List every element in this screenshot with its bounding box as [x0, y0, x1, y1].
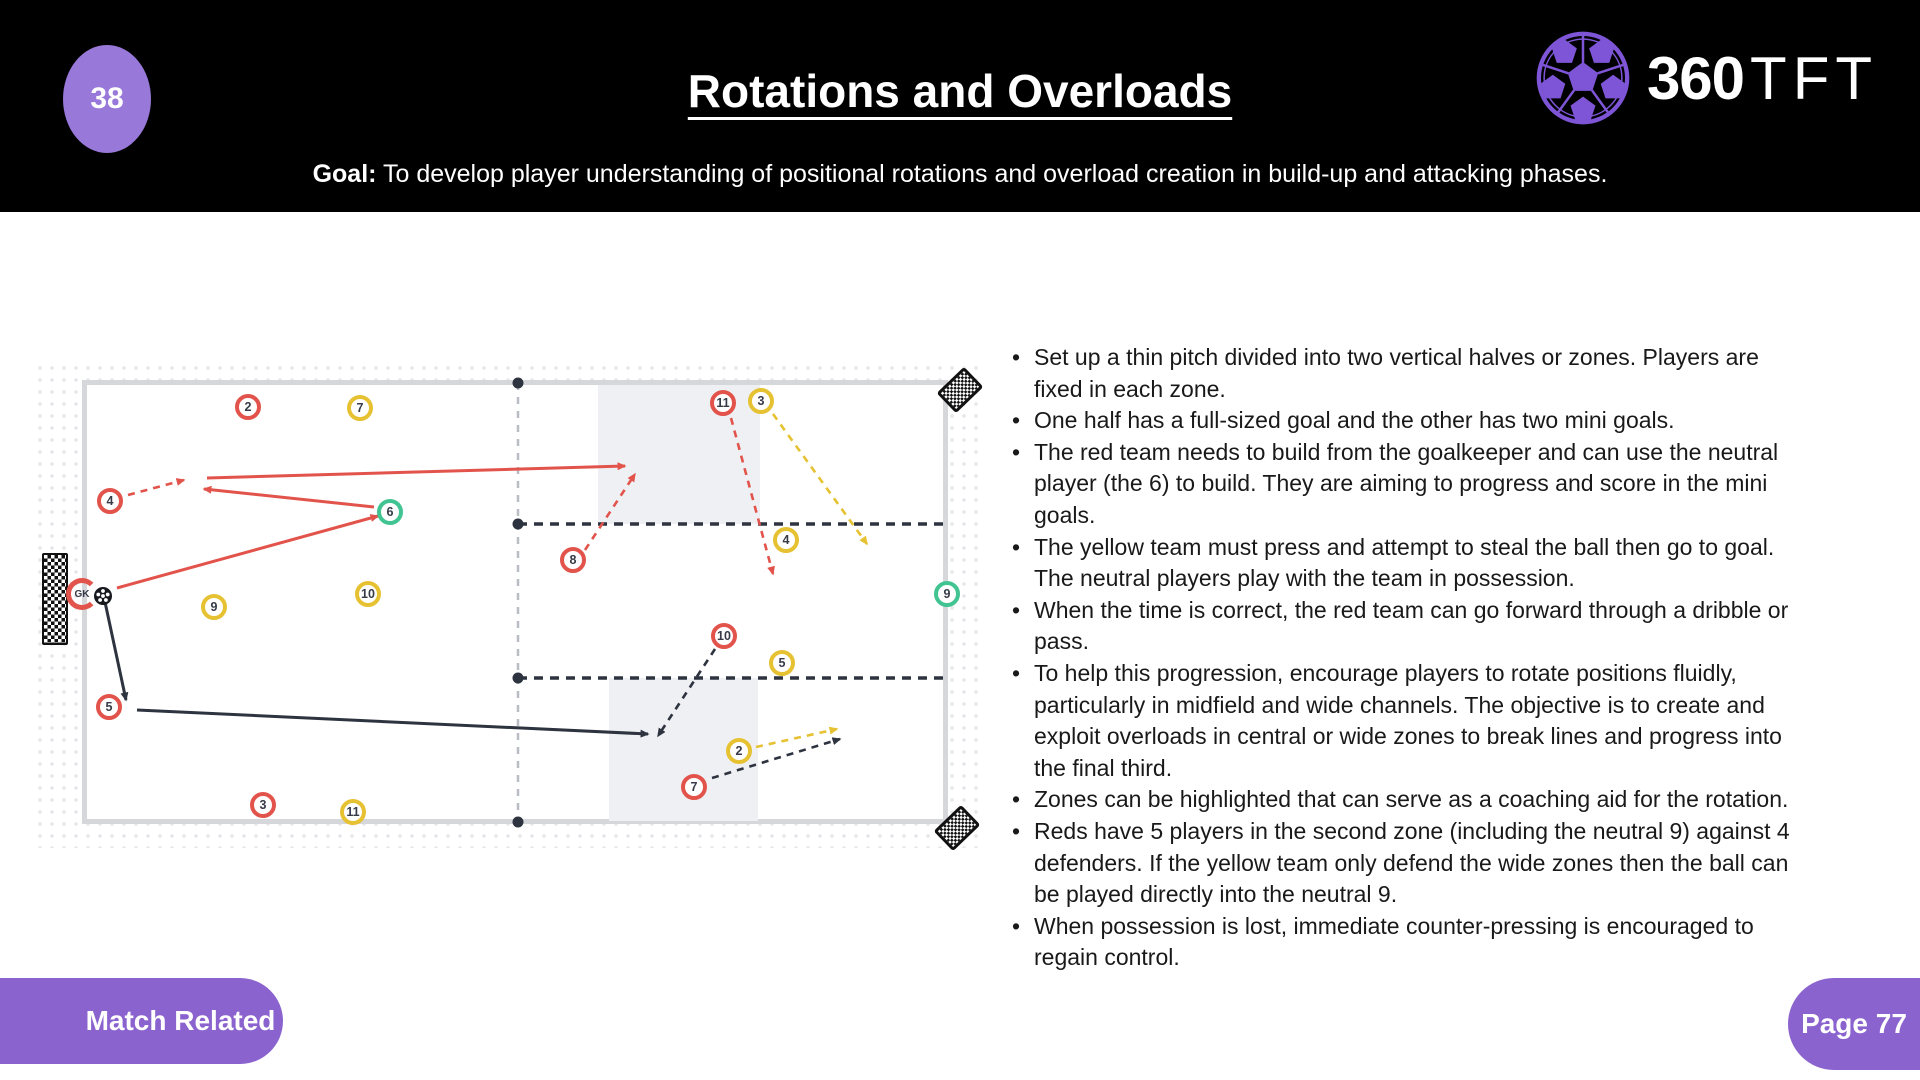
player-marker-yellow-5: 5: [769, 650, 795, 676]
instruction-bullet: The red team needs to build from the goa…: [1008, 437, 1810, 532]
player-marker-yellow-3: 3: [748, 388, 774, 414]
player-marker-red-4: 4: [97, 488, 123, 514]
instruction-bullet: Zones can be highlighted that can serve …: [1008, 784, 1810, 816]
player-marker-yellow-4: 4: [773, 527, 799, 553]
player-layer: 2 4 8 11 10 5 3 7 7 9 10 3 4 5 2 11 6 9 GK: [34, 362, 980, 848]
player-marker-yellow-7: 7: [347, 395, 373, 421]
player-marker-red-8: 8: [560, 547, 586, 573]
instruction-bullet: When possession is lost, immediate count…: [1008, 911, 1810, 974]
category-pill: Match Related: [0, 978, 283, 1064]
goal-label: Goal:: [312, 160, 377, 188]
ball-icon: [93, 586, 113, 606]
category-label: Match Related: [85, 1005, 276, 1036]
goalkeeper-marker: GK: [66, 578, 98, 610]
brand-logo: 360 TFT: [1535, 28, 1878, 128]
instructions-list: Set up a thin pitch divided into two ver…: [1008, 342, 1810, 974]
instruction-bullet: Set up a thin pitch divided into two ver…: [1008, 342, 1810, 405]
player-marker-green-9: 9: [934, 581, 960, 607]
player-marker-red-3: 3: [250, 792, 276, 818]
instruction-bullet: The yellow team must press and attempt t…: [1008, 532, 1810, 595]
page-number-label: Page 77: [1801, 1008, 1907, 1039]
player-marker-red-5: 5: [96, 694, 122, 720]
instruction-bullet: Reds have 5 players in the second zone (…: [1008, 816, 1810, 911]
goal-text: To develop player understanding of posit…: [376, 160, 1608, 188]
player-marker-yellow-10: 10: [355, 581, 381, 607]
player-marker-green-6: 6: [377, 499, 403, 525]
page-number-pill: Page 77: [1788, 978, 1920, 1070]
player-marker-yellow-2: 2: [726, 738, 752, 764]
player-marker-yellow-9: 9: [201, 594, 227, 620]
instruction-bullet: To help this progression, encourage play…: [1008, 658, 1810, 784]
brand-tft: TFT: [1750, 44, 1878, 112]
instruction-bullet: When the time is correct, the red team c…: [1008, 595, 1810, 658]
header-bar: 38 Rotations and Overloads Goal: To deve…: [0, 0, 1920, 212]
soccer-ball-logo-icon: [1536, 31, 1630, 125]
goal-line: Goal: To develop player understanding of…: [0, 160, 1920, 189]
instructions-panel: Set up a thin pitch divided into two ver…: [1008, 342, 1810, 974]
session-number: 38: [90, 82, 124, 115]
instruction-bullet: One half has a full-sized goal and the o…: [1008, 405, 1810, 437]
session-badge: 38: [63, 45, 151, 153]
player-marker-red-11: 11: [710, 390, 736, 416]
pitch-diagram: 2 4 8 11 10 5 3 7 7 9 10 3 4 5 2 11 6 9 GK: [34, 362, 984, 852]
brand-360: 360: [1646, 44, 1745, 112]
player-marker-yellow-11: 11: [340, 799, 366, 825]
player-marker-red-7: 7: [681, 774, 707, 800]
brand-wordmark: 360 TFT: [1647, 44, 1878, 113]
player-marker-red-10: 10: [711, 623, 737, 649]
player-marker-red-2: 2: [235, 394, 261, 420]
page-title: Rotations and Overloads: [687, 65, 1233, 117]
